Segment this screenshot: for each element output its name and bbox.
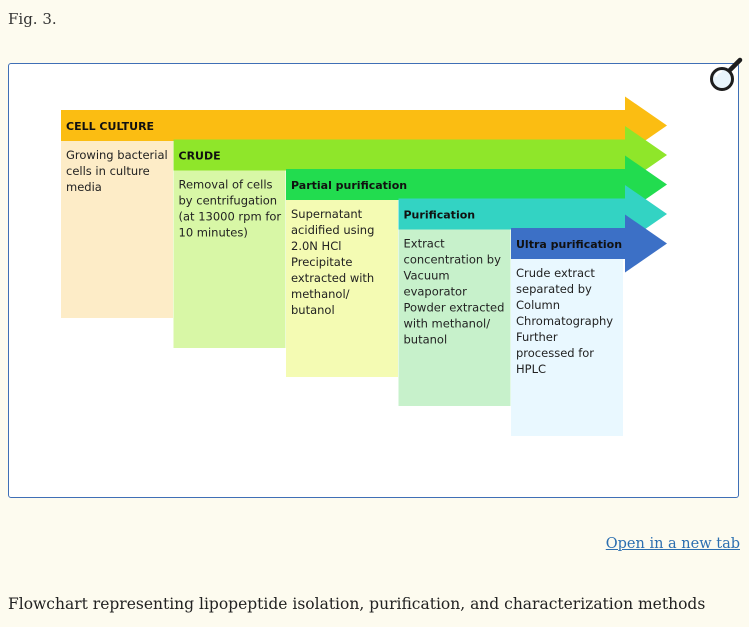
magnifier-icon[interactable] — [705, 56, 745, 96]
figure-frame[interactable] — [8, 63, 739, 498]
figure-label: Fig. 3. — [8, 10, 57, 28]
figure-caption: Flowchart representing lipopeptide isola… — [8, 595, 706, 613]
open-in-new-tab-link[interactable]: Open in a new tab — [605, 536, 740, 552]
